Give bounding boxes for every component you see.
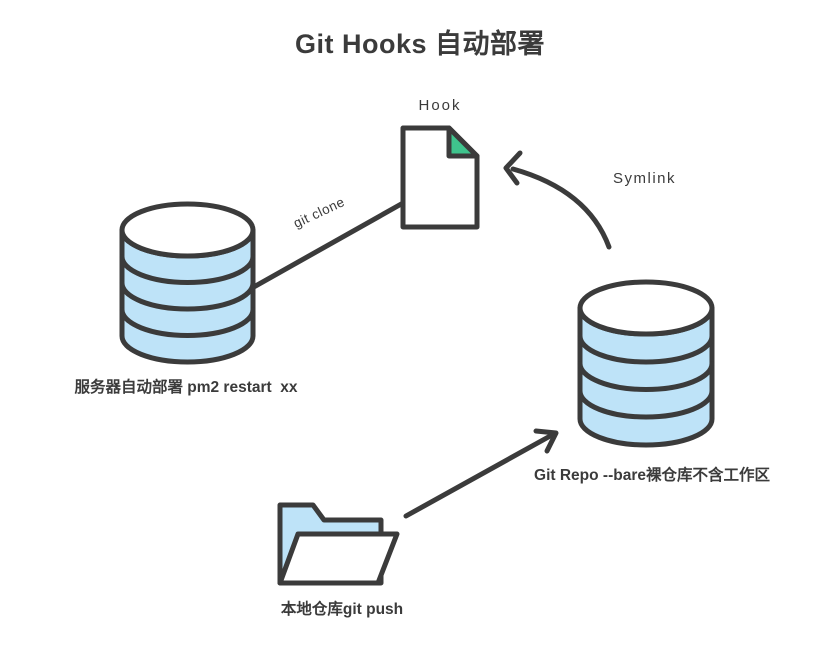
local-folder-icon	[277, 502, 400, 586]
hook-node-label: Hook	[418, 97, 462, 114]
bare-repo-node-label: Git Repo --bare裸仓库不含工作区	[534, 467, 770, 484]
database-band-line	[577, 333, 715, 365]
database-top	[577, 279, 715, 337]
bare-repo-database-icon	[577, 279, 715, 448]
database-band-line	[119, 280, 256, 312]
database-band-line	[119, 307, 256, 338]
document-fold-corner	[446, 125, 480, 159]
database-band-line	[577, 361, 715, 392]
git-push-arrowhead	[533, 428, 559, 454]
database-top	[119, 201, 256, 259]
server-node-label: 服务器自动部署 pm2 restart xx	[74, 379, 298, 396]
database-band-line	[119, 254, 256, 285]
git-push-connector	[403, 432, 555, 519]
symlink-arrow	[503, 150, 612, 250]
local-folder-node-label: 本地仓库git push	[280, 601, 404, 618]
symlink-curve	[510, 166, 612, 250]
symlink-arrowhead	[503, 150, 523, 186]
hook-document-icon	[400, 125, 480, 230]
diagram-title: Git Hooks 自动部署	[294, 29, 545, 59]
git-push-arrow	[403, 428, 559, 519]
git-clone-line	[249, 200, 406, 291]
git-clone-connector	[249, 200, 406, 291]
database-band-line	[577, 388, 715, 420]
symlink-edge-label: Symlink	[613, 170, 677, 187]
folder-front-flap	[277, 531, 400, 586]
server-database-icon	[119, 201, 256, 365]
